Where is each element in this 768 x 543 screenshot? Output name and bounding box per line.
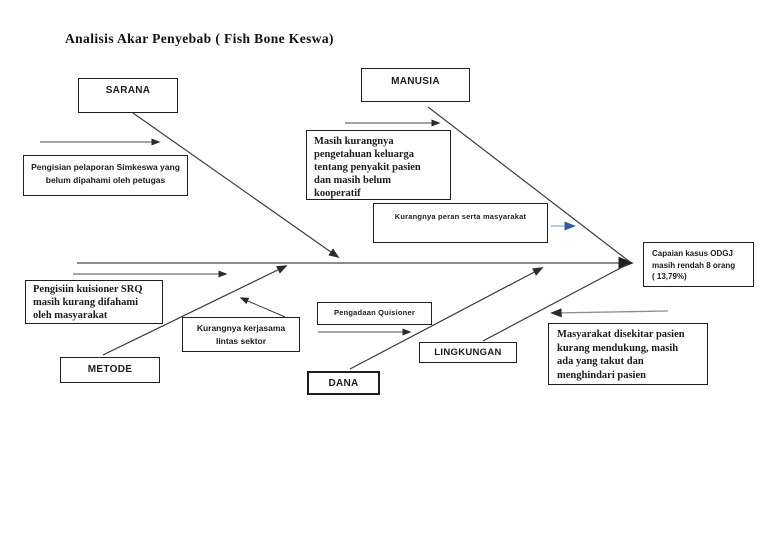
metode-label: METODE bbox=[87, 364, 133, 375]
sarana-label: SARANA bbox=[105, 85, 151, 96]
lingkungan-category-box: LINGKUNGAN bbox=[419, 342, 517, 363]
cause-box-kuisioner-srq: Pengisiin kuisioner SRQ masih kurang dif… bbox=[25, 280, 163, 324]
diagram-title: Analisis Akar Penyebab ( Fish Bone Keswa… bbox=[65, 31, 334, 46]
cause-box-pengetahuan: Masih kurangnya pengetahuan keluarga ten… bbox=[306, 130, 451, 200]
kerjasama-cause-arrow bbox=[239, 297, 286, 318]
cause-text-pengetahuan: Masih kurangnya pengetahuan keluarga ten… bbox=[314, 136, 421, 199]
cause-text-masyarakat: Masyarakat disekitar pasien kurang mendu… bbox=[557, 329, 685, 381]
cause-text-kuisioner-srq: Pengisiin kuisioner SRQ masih kurang dif… bbox=[33, 284, 143, 321]
cause-text-kerjasama: Kurangnya kerjasama lintas sektor bbox=[196, 323, 286, 346]
cause-text-pengadaan: Pengadaan Quisioner bbox=[334, 308, 415, 317]
sarana-category-box: SARANA bbox=[78, 78, 178, 113]
cause-box-kerjasama: Kurangnya kerjasama lintas sektor bbox=[182, 317, 300, 352]
cause-box-masyarakat: Masyarakat disekitar pasien kurang mendu… bbox=[548, 323, 708, 385]
cause-text-peran-serta: Kurangnya peran serta masyarakat bbox=[394, 212, 527, 221]
effect-box-capaian-odgj: Capaian kasus ODGJ masih rendah 8 orang … bbox=[643, 242, 754, 287]
cause-box-peran-serta: Kurangnya peran serta masyarakat bbox=[373, 203, 548, 243]
lingkungan-cause-arrow bbox=[550, 308, 669, 318]
dana-label: DANA bbox=[328, 378, 359, 389]
dana-category-box: DANA bbox=[307, 371, 380, 395]
cause-box-pengadaan: Pengadaan Quisioner bbox=[317, 302, 432, 325]
lingkungan-label: LINGKUNGAN bbox=[434, 347, 502, 358]
manusia-category-box: MANUSIA bbox=[361, 68, 470, 102]
effect-text-capaian-odgj: Capaian kasus ODGJ masih rendah 8 orang … bbox=[652, 249, 736, 281]
metode-category-box: METODE bbox=[60, 357, 160, 383]
cause-box-pelaporan: Pengisian pelaporan Simkeswa yang belum … bbox=[23, 155, 188, 196]
manusia-label: MANUSIA bbox=[391, 76, 440, 87]
cause-text-pelaporan: Pengisian pelaporan Simkeswa yang belum … bbox=[31, 162, 180, 185]
